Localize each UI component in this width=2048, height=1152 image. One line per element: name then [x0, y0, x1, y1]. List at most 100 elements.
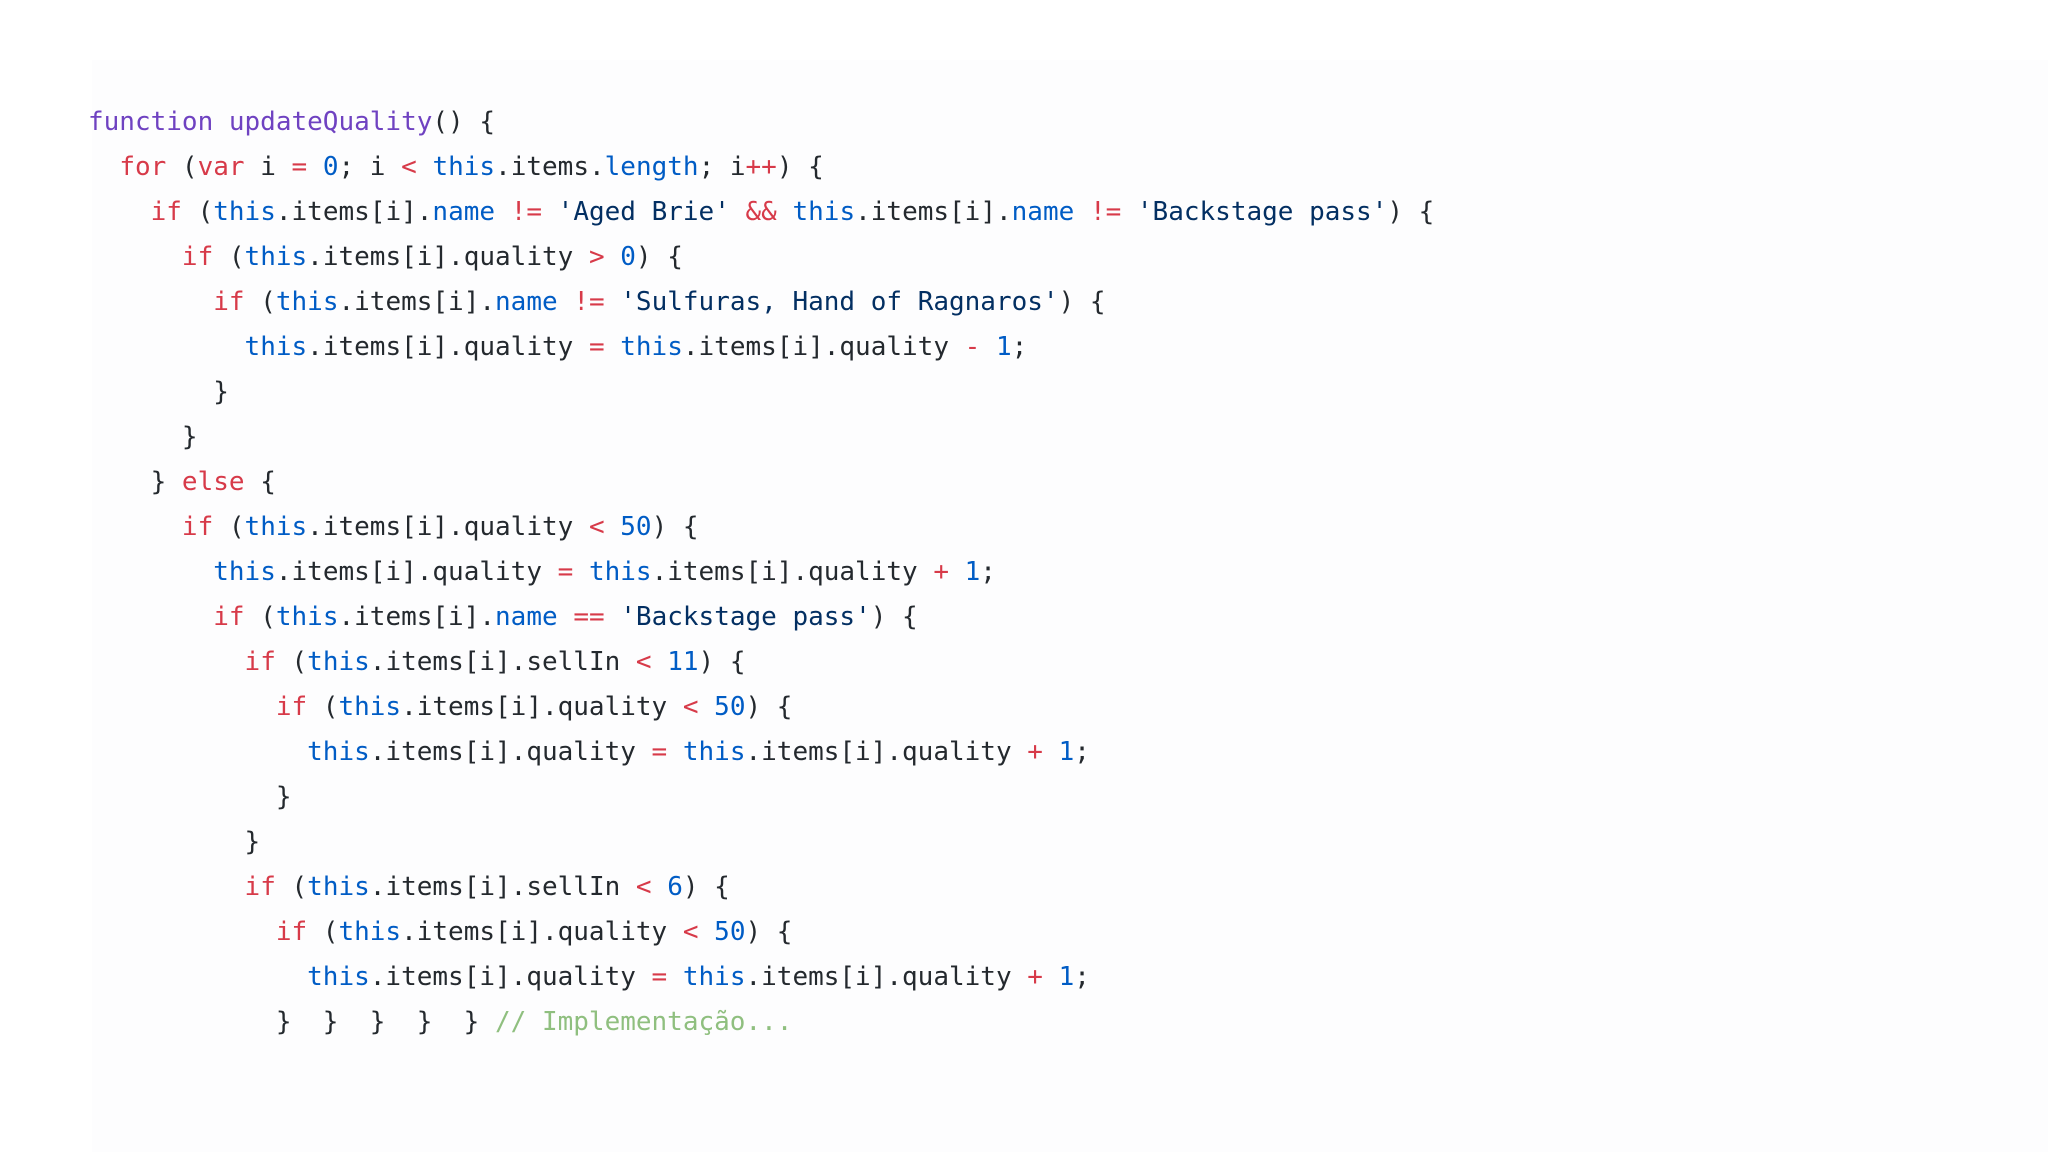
code-line: if (this.items[i].quality < 50) {	[88, 505, 1434, 550]
code-token: !=	[510, 197, 543, 227]
code-token: 'Backstage pass'	[620, 602, 871, 632]
code-token	[1074, 197, 1090, 227]
code-line: if (this.items[i].quality < 50) {	[88, 685, 1434, 730]
code-token	[558, 602, 574, 632]
code-token: ) {	[651, 512, 699, 542]
code-token: <	[682, 917, 699, 947]
code-token: if	[213, 287, 245, 317]
code-token: // Implementação...	[495, 1007, 793, 1037]
code-token: <	[682, 692, 699, 722]
code-token	[542, 197, 558, 227]
code-line: }	[88, 820, 1434, 865]
code-token: (	[244, 287, 276, 317]
code-token: =	[651, 962, 668, 992]
code-token: 1	[995, 332, 1012, 362]
code-token: ) {	[1387, 197, 1435, 227]
code-line: this.items[i].quality = this.items[i].qu…	[88, 550, 1434, 595]
code-token: }	[88, 377, 229, 407]
code-token: 1	[1058, 737, 1075, 767]
code-token: ) {	[635, 242, 683, 272]
code-token: this	[307, 737, 370, 767]
code-token	[88, 197, 151, 227]
code-line: if (this.items[i].sellIn < 11) {	[88, 640, 1434, 685]
code-line: for (var i = 0; i < this.items.length; i…	[88, 145, 1434, 190]
code-token: +	[1027, 962, 1043, 992]
code-token: 'Aged Brie'	[557, 197, 730, 227]
code-token: if	[181, 512, 214, 542]
code-line: if (this.items[i].quality < 50) {	[88, 910, 1434, 955]
code-token: !=	[573, 287, 605, 317]
code-token	[558, 287, 574, 317]
code-token: this	[244, 242, 308, 272]
code-token	[88, 512, 182, 542]
code-line: } else {	[88, 460, 1434, 505]
code-token: 50	[620, 512, 652, 542]
code-token: }	[88, 782, 292, 812]
code-token: } } } } }	[88, 1007, 495, 1037]
code-token: (	[213, 242, 245, 272]
code-token	[88, 332, 245, 362]
code-token: name	[432, 197, 496, 227]
code-line: }	[88, 775, 1434, 820]
code-token: 0	[620, 242, 636, 272]
code-token: (	[307, 692, 339, 722]
code-line: if (this.items[i].name != 'Aged Brie' &&…	[88, 190, 1435, 235]
code-token: .items[i].quality	[275, 557, 558, 587]
code-token	[307, 152, 323, 182]
code-token	[1043, 737, 1059, 767]
code-token	[667, 737, 683, 767]
code-token	[88, 242, 182, 272]
code-token: .items[i].quality	[307, 242, 589, 272]
code-token: 11	[667, 647, 699, 677]
code-token: <	[588, 512, 605, 542]
code-token: }	[88, 467, 182, 497]
code-token	[605, 242, 621, 272]
code-token: else	[181, 467, 245, 497]
code-token: ;	[1074, 737, 1090, 767]
code-line: if (this.items[i].name != 'Sulfuras, Han…	[88, 280, 1434, 325]
code-token: .items[i].quality	[401, 692, 683, 722]
code-token: .items[i].quality	[307, 332, 589, 362]
code-token: .items[i].	[275, 197, 433, 227]
code-token: if	[213, 602, 245, 632]
code-token: ++	[745, 152, 777, 182]
code-token: (	[307, 917, 339, 947]
code-token: .items.	[495, 152, 605, 182]
code-token: ==	[573, 602, 605, 632]
code-token: name	[495, 602, 558, 632]
code-token	[605, 512, 621, 542]
code-token: (	[275, 647, 308, 677]
code-token: this	[792, 197, 856, 227]
code-token: ) {	[776, 152, 824, 182]
code-token: =	[291, 152, 308, 182]
code-token: ;	[1074, 962, 1090, 992]
code-token: if	[181, 242, 214, 272]
code-token	[699, 692, 715, 722]
code-token: ) {	[870, 602, 918, 632]
code-token: ) {	[698, 647, 746, 677]
code-token: .items[i].quality	[369, 737, 652, 767]
code-token	[88, 737, 307, 767]
code-token: function updateQuality	[88, 107, 433, 137]
code-token: (	[244, 602, 276, 632]
code-token: .items[i].quality	[307, 512, 589, 542]
code-token: for	[119, 152, 167, 182]
code-token	[88, 872, 245, 902]
code-token: if	[150, 197, 182, 227]
code-token: <	[401, 152, 417, 182]
code-token: var	[197, 152, 245, 182]
code-token: 50	[714, 692, 746, 722]
code-line: this.items[i].quality = this.items[i].qu…	[88, 730, 1434, 775]
code-token: ; i	[338, 152, 402, 182]
code-token: .items[i].quality	[369, 962, 652, 992]
code-line: this.items[i].quality = this.items[i].qu…	[88, 325, 1434, 370]
code-token: {	[244, 467, 276, 497]
code-token: this	[275, 287, 339, 317]
code-token	[88, 917, 276, 947]
code-block: function updateQuality ( ) { for (var i = …	[88, 100, 1434, 1045]
code-token	[573, 557, 589, 587]
code-token	[605, 602, 621, 632]
code-token	[88, 647, 245, 677]
code-line: }	[88, 415, 1434, 460]
code-token: this	[275, 602, 339, 632]
